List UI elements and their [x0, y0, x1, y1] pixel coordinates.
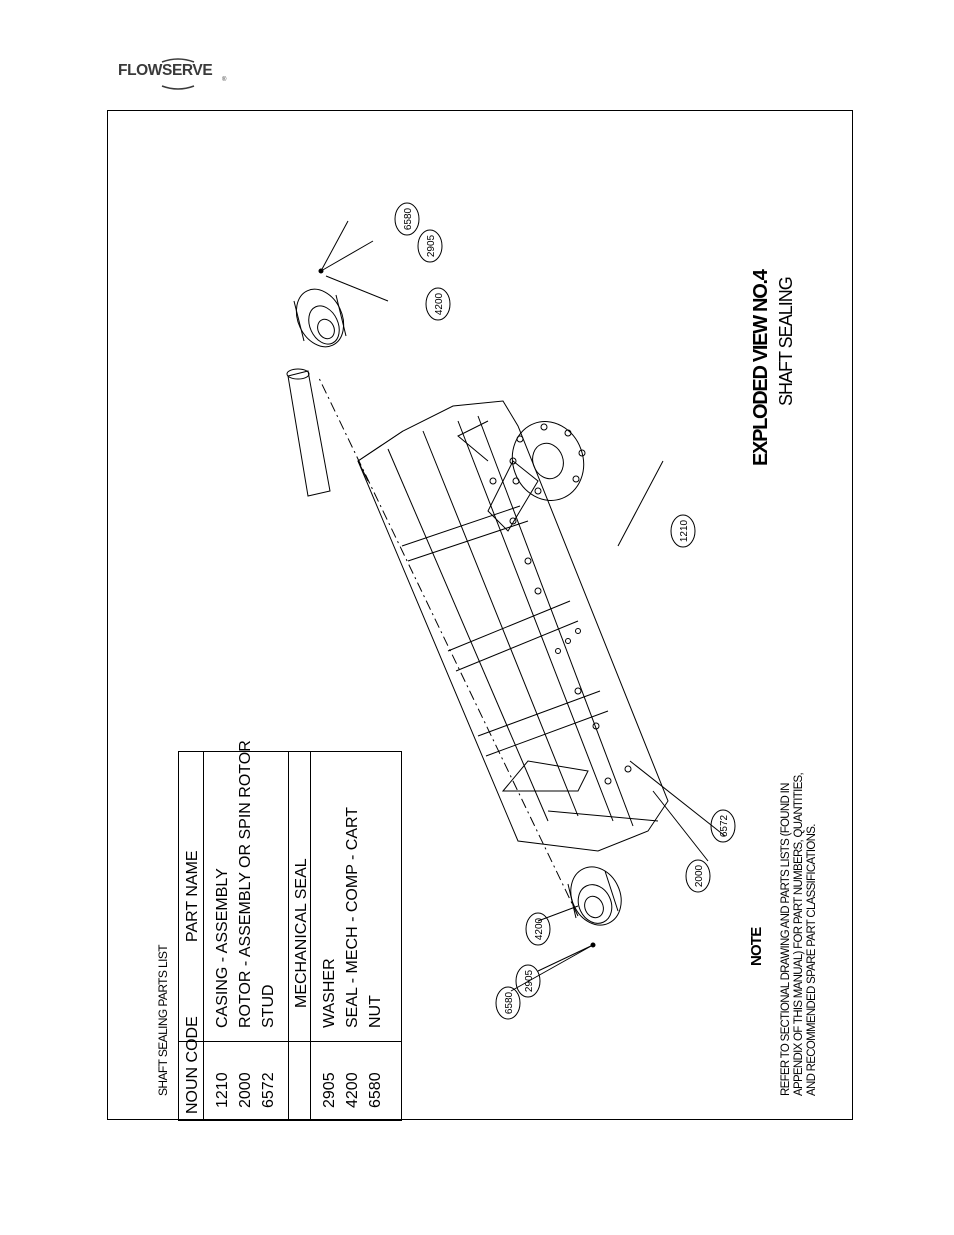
mechanical-seal-right: [293, 288, 347, 348]
callout-2905-bottom: 2905: [524, 969, 535, 992]
callout-4200-bottom: 4200: [534, 917, 545, 940]
callout-6572: 6572: [719, 814, 730, 837]
suction-flange: [487, 421, 586, 532]
exploded-view-drawing: 6580 2905 4200 6580 2905 4200 1210 6572 …: [286, 202, 736, 1020]
drawing-frame: SHAFT SEALING PARTS LIST NOUN CODE PART …: [107, 110, 854, 1121]
callout-6580-bottom: 6580: [504, 991, 515, 1014]
logo-registered-mark: ®: [222, 77, 227, 83]
pump-casing-body: [357, 400, 669, 852]
callout-2905-top: 2905: [426, 234, 437, 257]
mechanical-seal-left: [567, 866, 622, 926]
callout-6580-top: 6580: [403, 207, 414, 230]
rotated-drawing-sheet: SHAFT SEALING PARTS LIST NOUN CODE PART …: [108, 111, 854, 1121]
logo-text: FLOWSERVE: [118, 62, 213, 79]
shaft-centerline: [317, 375, 579, 917]
logo-swoosh-icon: [161, 58, 195, 90]
callout-4200-top: 4200: [434, 292, 445, 315]
callout-2000: 2000: [694, 864, 705, 887]
callout-1210: 1210: [679, 519, 690, 542]
rotor-shaft: [287, 370, 331, 497]
flowserve-logo: FLOWSERVE ®: [118, 58, 238, 92]
